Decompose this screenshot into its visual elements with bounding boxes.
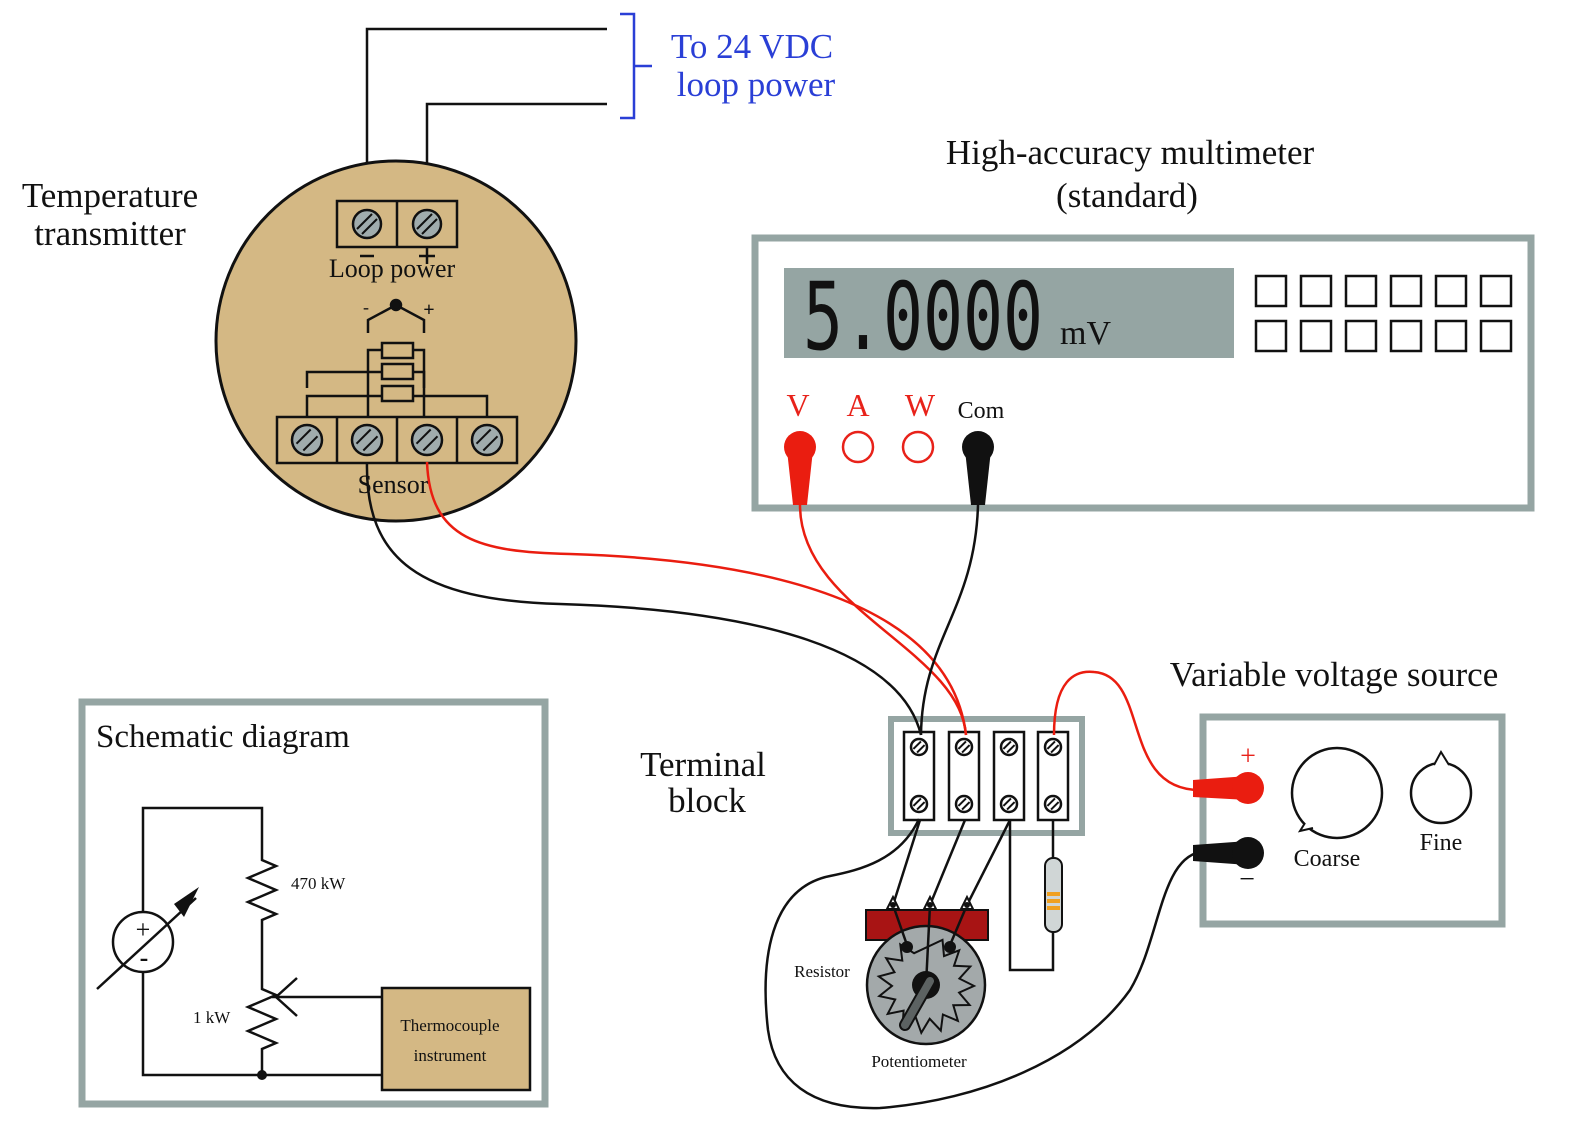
coarse-label: Coarse — [1294, 846, 1361, 872]
schematic-junction-dot — [257, 1070, 267, 1080]
meter-red-lead — [798, 504, 968, 736]
voltage-source-title: Variable voltage source — [1170, 655, 1498, 694]
potentiometer-label: Potentiometer — [871, 1052, 967, 1071]
loop-power-bracket — [620, 12, 652, 120]
multimeter-reading: 5.0000 — [803, 263, 1043, 372]
multimeter-title-line2: (standard) — [1056, 176, 1198, 215]
loop-plus-mark — [419, 248, 435, 264]
multimeter-button[interactable] — [1344, 319, 1378, 353]
sensor-terminal-screw-icon-4[interactable] — [470, 423, 504, 457]
terminal-screw-bottom-icon[interactable] — [999, 794, 1019, 814]
terminal-to-pot-wires — [891, 819, 1055, 972]
source-minus-mark: - — [140, 943, 149, 972]
jack-label-w: W — [905, 387, 936, 423]
field-wiring — [365, 461, 1201, 1110]
source-minus-label: − — [1239, 864, 1255, 895]
sensor-terminal-screw-icon-1[interactable] — [290, 423, 324, 457]
multimeter-button[interactable] — [1389, 319, 1423, 353]
transmitter-title-line2: transmitter — [34, 214, 186, 253]
source-plus-label: + — [1240, 741, 1256, 772]
amp-jack[interactable] — [841, 430, 875, 464]
loop-power-label-line2: loop power — [677, 65, 836, 104]
multimeter-button[interactable] — [1434, 274, 1468, 308]
multimeter-button[interactable] — [1479, 319, 1513, 353]
multimeter-button[interactable] — [1254, 274, 1288, 308]
pot-resistive-element — [876, 938, 977, 1036]
v-jack-red-probe[interactable] — [784, 431, 816, 505]
instrument-label-line2: instrument — [414, 1046, 487, 1065]
com-jack-black-probe[interactable] — [962, 431, 994, 505]
sensor-terminal-screw-icon-2[interactable] — [350, 423, 384, 457]
terminal-screw-bottom-icon[interactable] — [1043, 794, 1063, 814]
potentiometer-icon[interactable] — [865, 894, 989, 1046]
multimeter-title-line1: High-accuracy multimeter — [946, 133, 1315, 172]
coarse-knob[interactable] — [1290, 746, 1384, 840]
thermocouple-instrument-box — [380, 986, 532, 1092]
tc-minus-mark: - — [363, 297, 369, 317]
loop-plus-screw-icon[interactable] — [411, 208, 443, 240]
terminal-screw-bottom-icon[interactable] — [954, 794, 974, 814]
multimeter-button-grid — [1254, 274, 1513, 353]
fine-label: Fine — [1420, 830, 1463, 856]
terminal-block-title-line2: block — [668, 781, 746, 820]
terminal-block-title-line1: Terminal — [640, 745, 766, 784]
transmitter-title-line1: Temperature — [22, 176, 198, 215]
loop-power-label-line1: To 24 VDC — [671, 27, 833, 66]
schematic-wiring — [141, 806, 382, 1077]
fine-knob[interactable] — [1409, 749, 1473, 825]
resistor-label: Resistor — [794, 962, 850, 981]
tc-plus-mark: + — [423, 299, 434, 321]
terminal-screw-bottom-icon[interactable] — [909, 794, 929, 814]
source-plus-red-plug[interactable] — [1193, 772, 1264, 804]
source-red-lead — [1052, 670, 1201, 792]
multimeter-button[interactable] — [1344, 274, 1378, 308]
multimeter-button[interactable] — [1479, 274, 1513, 308]
terminal-strip-3 — [992, 730, 1026, 822]
sensor-red-wire — [425, 461, 968, 736]
pot-value-label: 1 kW — [193, 1008, 231, 1027]
loop-minus-screw-icon[interactable] — [351, 208, 383, 240]
terminal-strip-2 — [947, 730, 981, 822]
jack-label-com: Com — [958, 398, 1005, 424]
sensor-terminal-screw-icon-3[interactable] — [410, 423, 444, 457]
multimeter-button[interactable] — [1299, 319, 1333, 353]
terminal-screw-top-icon[interactable] — [909, 737, 929, 757]
instrument-label-line1: Thermocouple — [400, 1016, 499, 1035]
loop-power-terminal-label: Loop power — [329, 254, 456, 283]
terminal-screw-top-icon[interactable] — [1043, 737, 1063, 757]
multimeter-display — [784, 268, 1234, 358]
variable-voltage-source-symbol — [96, 887, 199, 990]
source-plus-mark: + — [136, 915, 151, 944]
schematic-title: Schematic diagram — [96, 719, 350, 755]
jack-label-a: A — [846, 387, 869, 423]
sensor-symbols — [305, 298, 489, 416]
terminal-strip-4 — [1036, 730, 1070, 822]
source-minus-black-plug[interactable] — [1193, 837, 1264, 869]
multimeter-button[interactable] — [1389, 274, 1423, 308]
discrete-resistor-icon — [1044, 857, 1063, 933]
multimeter-unit: mV — [1060, 315, 1111, 352]
terminal-screw-top-icon[interactable] — [999, 737, 1019, 757]
terminal-screw-top-icon[interactable] — [954, 737, 974, 757]
meter-black-lead — [919, 504, 980, 736]
multimeter-button[interactable] — [1254, 319, 1288, 353]
source-black-lead — [764, 818, 1201, 1110]
resistor-value-label: 470 kW — [291, 874, 346, 893]
multimeter-button[interactable] — [1434, 319, 1468, 353]
terminal-strip-1 — [902, 730, 936, 822]
sensor-black-wire — [365, 461, 923, 736]
jack-label-v: V — [786, 387, 809, 423]
multimeter-button[interactable] — [1299, 274, 1333, 308]
ohm-jack[interactable] — [901, 430, 935, 464]
